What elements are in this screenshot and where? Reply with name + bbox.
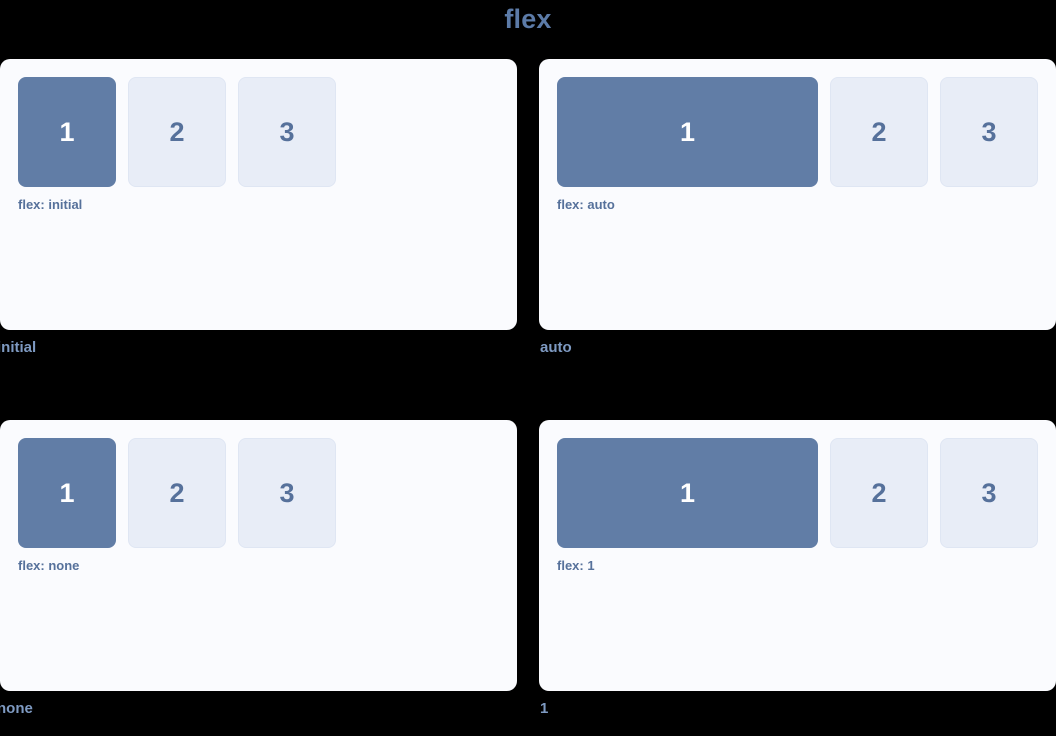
flex-item-3[interactable]: 3 <box>238 77 336 187</box>
flex-container-auto: 1 2 3 <box>557 77 1038 187</box>
demo-card-auto: 1 2 3 flex: auto <box>539 59 1056 330</box>
demo-label-auto: auto <box>540 339 572 356</box>
flex-item-2[interactable]: 2 <box>128 438 226 548</box>
demo-caption-auto: flex: auto <box>557 197 615 212</box>
page-title: flex <box>504 4 552 34</box>
flex-item-1[interactable]: 1 <box>18 77 116 187</box>
flex-item-1[interactable]: 1 <box>557 438 818 548</box>
demo-label-one: 1 <box>540 700 549 717</box>
flex-item-1[interactable]: 1 <box>18 438 116 548</box>
demo-caption-initial: flex: initial <box>18 197 83 212</box>
flex-item-2[interactable]: 2 <box>830 438 928 548</box>
demo-label-none: none <box>0 700 33 717</box>
flex-item-2[interactable]: 2 <box>830 77 928 187</box>
flex-item-3[interactable]: 3 <box>940 438 1038 548</box>
demo-caption-none: flex: none <box>18 558 80 573</box>
demo-label-initial: initial <box>0 339 37 356</box>
demo-row-bottom: 1 2 3 flex: none none 1 2 3 flex: 1 1 <box>0 420 1056 736</box>
flex-item-2[interactable]: 2 <box>128 77 226 187</box>
flex-container-one: 1 2 3 <box>557 438 1038 548</box>
demo-cell-none: 1 2 3 flex: none none <box>0 420 517 736</box>
demo-card-none: 1 2 3 flex: none <box>0 420 517 691</box>
demo-card-initial: 1 2 3 flex: initial <box>0 59 517 330</box>
flex-container-none: 1 2 3 <box>18 438 499 548</box>
demo-card-one: 1 2 3 flex: 1 <box>539 420 1056 691</box>
demo-row-top: 1 2 3 flex: initial initial 1 2 3 flex: … <box>0 59 1056 375</box>
demo-caption-one: flex: 1 <box>557 558 595 573</box>
flex-item-1[interactable]: 1 <box>557 77 818 187</box>
demo-cell-initial: 1 2 3 flex: initial initial <box>0 59 517 375</box>
demo-cell-one: 1 2 3 flex: 1 1 <box>539 420 1056 736</box>
flex-item-3[interactable]: 3 <box>940 77 1038 187</box>
demo-cell-auto: 1 2 3 flex: auto auto <box>539 59 1056 375</box>
demo-grid: 1 2 3 flex: initial initial 1 2 3 flex: … <box>0 59 1056 736</box>
flex-item-3[interactable]: 3 <box>238 438 336 548</box>
flex-container-initial: 1 2 3 <box>18 77 499 187</box>
